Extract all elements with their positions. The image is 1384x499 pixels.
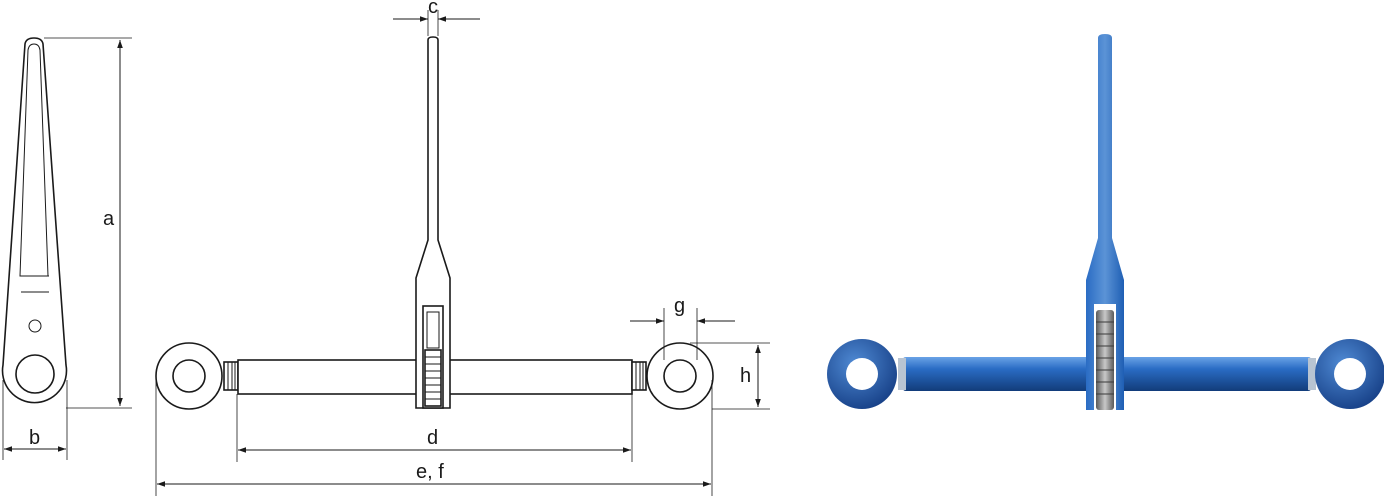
ratchet-gear <box>424 349 442 407</box>
dimension-a-label: a <box>103 208 115 230</box>
dimension-h-label: h <box>740 365 751 387</box>
dimension-c-label: c <box>428 0 438 18</box>
dimension-b-label: b <box>29 427 40 449</box>
product-render <box>827 34 1384 410</box>
side-view: a b <box>1 37 132 460</box>
dimension-g-label: g <box>674 295 685 317</box>
dimension-d-label: d <box>427 427 438 449</box>
render-ratchet-gear <box>1096 310 1114 410</box>
dimension-ef-label: e, f <box>416 461 444 483</box>
front-view: c d e, f g h <box>155 0 770 496</box>
